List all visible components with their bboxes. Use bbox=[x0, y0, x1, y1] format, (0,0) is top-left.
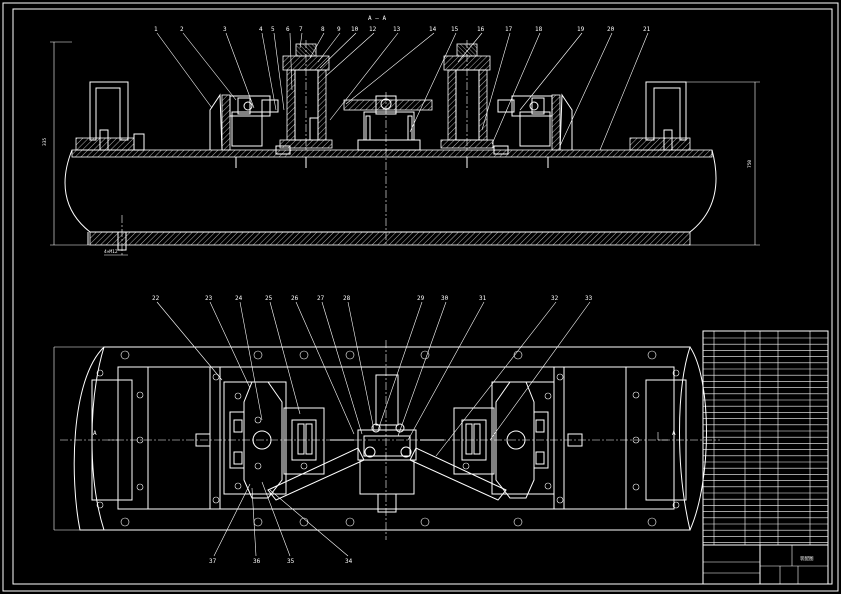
balloon-23: 23 bbox=[205, 295, 213, 302]
balloon-30: 30 bbox=[441, 295, 449, 302]
balloon-19: 19 bbox=[577, 26, 585, 33]
right-fixture bbox=[453, 381, 583, 499]
left-end-bracket bbox=[89, 81, 129, 141]
frame-bolts bbox=[96, 350, 680, 527]
balloon-32: 32 bbox=[551, 295, 559, 302]
section-view: 335 750 4×M12 bbox=[42, 40, 760, 256]
view-mark-right: A bbox=[672, 430, 676, 437]
right-end-bracket bbox=[645, 81, 687, 141]
dimension-lines bbox=[50, 41, 760, 256]
balloon-33: 33 bbox=[585, 295, 593, 302]
balloon-31: 31 bbox=[479, 295, 487, 302]
balloon-16: 16 bbox=[477, 26, 485, 33]
balloon-13: 13 bbox=[393, 26, 401, 33]
parts-list bbox=[702, 330, 829, 585]
inner-border bbox=[12, 8, 833, 585]
lower-plate bbox=[89, 231, 691, 246]
balloon-27: 27 bbox=[317, 295, 325, 302]
balloon-35: 35 bbox=[287, 558, 295, 565]
right-clamp-housing bbox=[511, 95, 553, 117]
balloon-26: 26 bbox=[291, 295, 299, 302]
plan-view: A A bbox=[53, 340, 720, 540]
plan-frame bbox=[91, 346, 691, 531]
balloon-20: 20 bbox=[607, 26, 615, 33]
balloon-9: 9 bbox=[337, 26, 341, 33]
balloon-18: 18 bbox=[535, 26, 543, 33]
dim-height-left: 335 bbox=[42, 138, 48, 146]
balloon-10: 10 bbox=[351, 26, 359, 33]
drawing-name: 装配图 bbox=[800, 555, 814, 562]
top-leaders bbox=[156, 32, 649, 151]
bottom-leaders bbox=[156, 301, 591, 557]
title-block: 装配图 bbox=[702, 544, 829, 585]
balloon-34: 34 bbox=[345, 558, 353, 565]
right-column bbox=[440, 40, 494, 150]
balloon-22: 22 bbox=[152, 295, 160, 302]
balloon-24: 24 bbox=[235, 295, 243, 302]
balloon-7: 7 bbox=[299, 26, 303, 33]
base-bolts bbox=[117, 145, 549, 255]
balloon-14: 14 bbox=[429, 26, 437, 33]
break-outline bbox=[64, 149, 717, 233]
bottom-balloon-labels: 22 23 24 25 26 27 28 29 30 31 32 33 37 3… bbox=[152, 295, 593, 565]
balloon-2: 2 bbox=[180, 26, 184, 33]
base-note: 4×M12 bbox=[104, 249, 118, 255]
linkage-arms bbox=[267, 439, 507, 501]
center-gearbox bbox=[343, 92, 433, 245]
balloon-1: 1 bbox=[154, 26, 158, 33]
balloon-15: 15 bbox=[451, 26, 459, 33]
balloon-6: 6 bbox=[286, 26, 290, 33]
base-plate bbox=[71, 149, 713, 158]
balloon-17: 17 bbox=[505, 26, 513, 33]
balloon-3: 3 bbox=[223, 26, 227, 33]
balloon-4: 4 bbox=[259, 26, 263, 33]
balloon-25: 25 bbox=[265, 295, 273, 302]
balloon-21: 21 bbox=[643, 26, 651, 33]
left-clamp-housing bbox=[229, 95, 271, 117]
balloon-8: 8 bbox=[321, 26, 325, 33]
view-mark-left: A bbox=[93, 430, 97, 437]
dim-height-right: 750 bbox=[747, 160, 753, 168]
section-label: A — A bbox=[368, 15, 386, 22]
top-balloon-labels: 1 2 3 4 5 6 7 8 9 10 12 13 14 15 16 17 1… bbox=[154, 26, 651, 33]
balloon-12: 12 bbox=[369, 26, 377, 33]
balloon-36: 36 bbox=[253, 558, 261, 565]
balloon-29: 29 bbox=[417, 295, 425, 302]
balloon-5: 5 bbox=[271, 26, 275, 33]
left-column bbox=[279, 40, 333, 150]
balloon-37: 37 bbox=[209, 558, 217, 565]
balloon-28: 28 bbox=[343, 295, 351, 302]
center-drive bbox=[357, 374, 417, 513]
